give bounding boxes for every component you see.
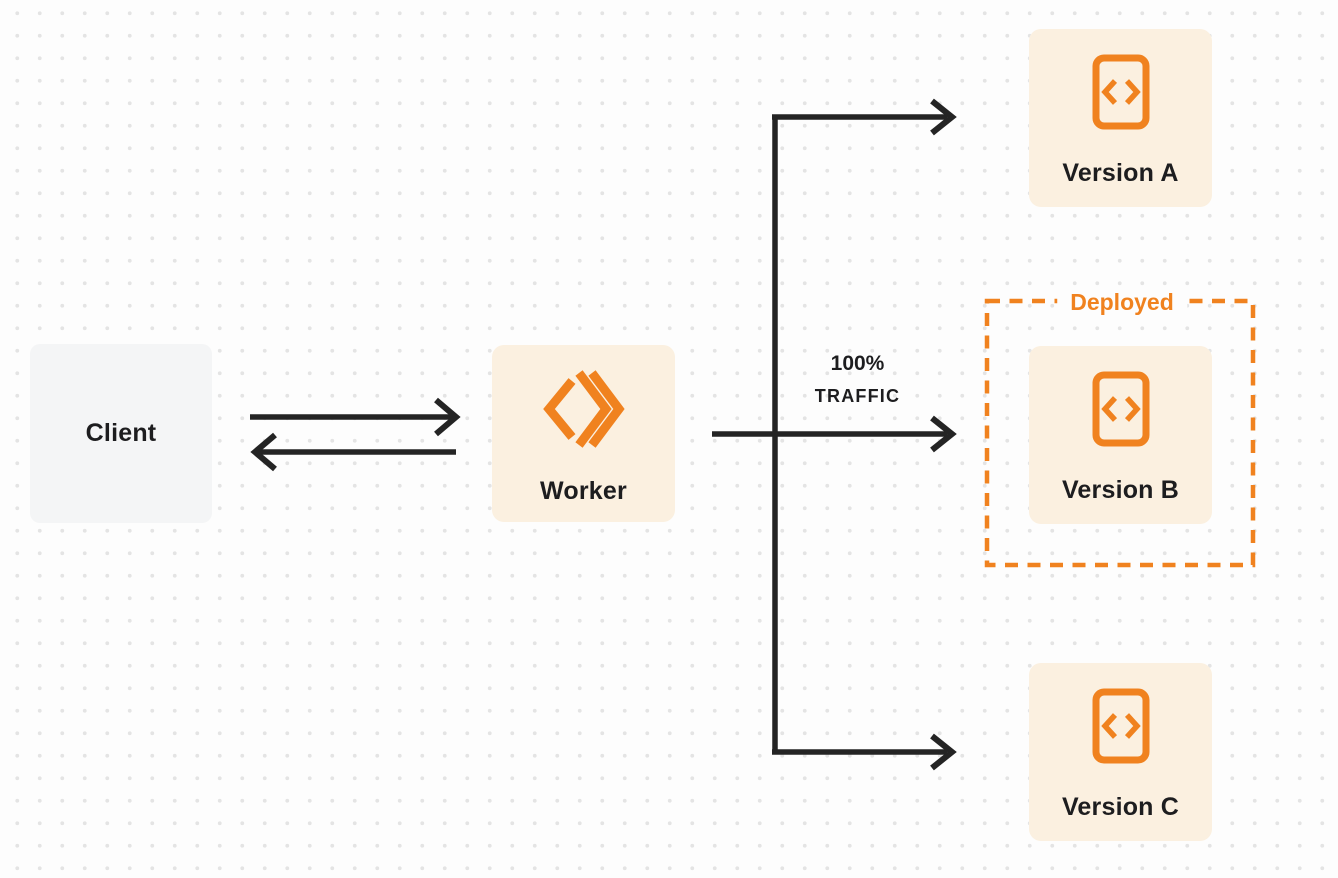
worker-label: Worker <box>540 477 627 505</box>
traffic-trunk-arrow <box>712 415 957 453</box>
version-a-node: Version A <box>1029 29 1212 207</box>
branch-arrow-version-c <box>772 733 957 771</box>
version-c-label: Version C <box>1061 793 1180 821</box>
cloudflare-workers-logo-icon <box>542 370 625 448</box>
version-b-label: Version B <box>1061 476 1180 504</box>
code-document-icon <box>1092 688 1149 764</box>
branch-arrow-version-a <box>772 98 957 136</box>
client-node: Client <box>30 344 212 523</box>
worker-to-client-arrow <box>250 432 456 472</box>
worker-node: Worker <box>492 345 675 522</box>
client-to-worker-arrow <box>250 397 461 437</box>
client-label: Client <box>85 419 157 447</box>
version-c-node: Version C <box>1029 663 1212 841</box>
traffic-edge-label: 100% TRAFFIC <box>785 351 930 409</box>
deployed-dashed-border <box>984 298 1256 568</box>
code-document-icon <box>1092 371 1149 447</box>
traffic-percent-text: 100% <box>830 352 885 375</box>
version-a-label: Version A <box>1062 159 1179 187</box>
deployed-label: Deployed <box>1057 286 1187 318</box>
traffic-caption-text: TRAFFIC <box>814 386 901 406</box>
version-b-node: Version B <box>1029 346 1212 524</box>
code-document-icon <box>1092 54 1149 130</box>
